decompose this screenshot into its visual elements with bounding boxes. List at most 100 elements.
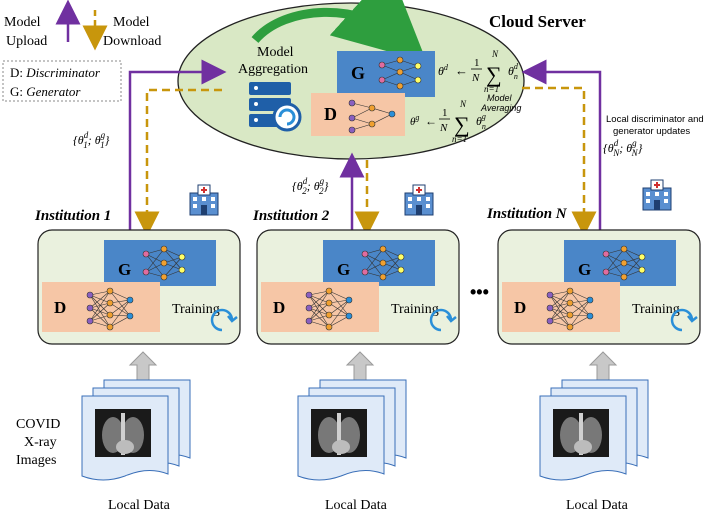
discriminator-network-icon [86,287,134,331]
cloud-server-title: Cloud Server [489,12,586,31]
institution-2-panel: G D Training [256,229,460,345]
discriminator-network-icon [546,287,594,331]
inst1-upload-arrow [128,59,227,232]
discriminator-panel [502,282,620,332]
svg-text:∑: ∑ [454,112,470,137]
institution-1-panel: G D Training [37,229,241,345]
data-caption-2: X-ray [24,435,57,450]
instN-download-arrow [522,86,597,237]
svg-text:θd: θd [438,63,449,78]
training-label: Training [391,302,439,317]
svg-text:θg: θg [410,113,419,128]
definitions-box: D: Discriminator G: Generator [2,60,122,102]
data-arrow-2 [345,351,375,383]
legend: Model Upload Model Download [4,0,161,51]
generator-network-icon [602,245,646,281]
refresh-icon [429,308,457,332]
cloud-generator-label: G [351,63,365,83]
generator-panel [104,240,216,286]
local-data-label-3: Local Data [566,498,629,513]
instN-arrows [521,59,602,237]
svg-text:N: N [471,72,480,84]
legend-upload-label-2: Upload [6,34,47,49]
averaging-equation-generator: θg ← 1 N ∑ N n=1 θng [410,99,486,144]
data-to-institution-arrows [128,351,618,383]
generator-label: G [578,260,591,279]
instN-upload-arrow [521,59,602,232]
definition-generator: G: Generator [10,84,81,99]
data-caption-1: COVID [16,417,60,432]
updates-note-1: Local discriminator and [606,114,704,125]
svg-text:N: N [439,122,448,134]
chest-xray-image [311,409,367,457]
svg-text:←: ← [455,63,468,78]
refresh-icon [210,308,238,332]
svg-text:←: ← [425,114,437,128]
svg-text:n=1: n=1 [484,84,499,94]
discriminator-panel [42,282,160,332]
generator-panel [323,240,435,286]
svg-text:θng: θng [476,112,486,131]
discriminator-network-icon [305,287,353,331]
data-arrow-1 [128,351,158,383]
xray-stack-3 [539,379,649,481]
refresh-icon [670,308,698,332]
generator-label: G [337,260,350,279]
discriminator-panel [261,282,379,332]
training-label: Training [172,302,220,317]
discriminator-label: D [54,298,66,317]
legend-upload-label-1: Model [4,15,41,30]
inst2-arrows [339,152,380,237]
legend-download-label-1: Model [113,15,150,30]
cloud-discriminator-network-icon [348,99,396,134]
aggregation-curved-arrow [251,0,427,63]
cloud-generator-panel [337,51,435,97]
generator-label: G [118,260,131,279]
hospital-icon [404,184,434,216]
updates-note-2: generator updates [613,126,690,137]
chest-xray-image [95,409,151,457]
institution-N-title: Institution N [486,206,568,222]
model-averaging-label-2: Averaging [480,103,521,113]
institution-1-title: Institution 1 [34,208,111,224]
institution-2-title: Institution 2 [252,208,330,224]
legend-download-label-2: Download [103,34,161,49]
xray-stack-1 [81,379,191,481]
local-data-label-1: Local Data [108,498,171,513]
local-data-stacks [81,379,649,481]
data-arrow-N [588,351,618,383]
discriminator-label: D [273,298,285,317]
institution-N-panel: G D Training [497,229,701,345]
definition-discriminator: D: Discriminator [10,65,101,80]
inst1-arrows [128,59,227,237]
svg-text:1: 1 [442,107,448,119]
cloud-server: Cloud Server Model Aggregation G D [177,0,586,160]
svg-text:θnd: θnd [508,62,519,81]
cloud-discriminator-label: D [324,104,337,124]
hospital-icon [189,184,219,216]
model-averaging-label-1: Model [487,93,513,103]
data-caption-3: Images [16,453,56,468]
svg-text:1: 1 [474,57,480,69]
aggregation-label-1: Model [257,45,294,60]
aggregation-label-2: Aggregation [238,62,308,77]
server-aggregation-icon [249,82,302,132]
hospital-icon [642,179,672,211]
discriminator-label: D [514,298,526,317]
local-data-label-2: Local Data [325,498,388,513]
xray-stack-2 [297,379,407,481]
chest-xray-image [553,409,609,457]
svg-text:N: N [491,49,499,59]
generator-network-icon [142,245,186,281]
svg-text:∑: ∑ [486,62,502,87]
cloud-generator-network-icon [378,56,422,90]
training-label: Training [632,302,680,317]
averaging-equation-discriminator: θd ← 1 N ∑ N n=1 θnd [438,49,519,94]
generator-panel [564,240,676,286]
institutions-ellipsis: ••• [470,282,489,302]
svg-text:n=1: n=1 [452,134,467,144]
